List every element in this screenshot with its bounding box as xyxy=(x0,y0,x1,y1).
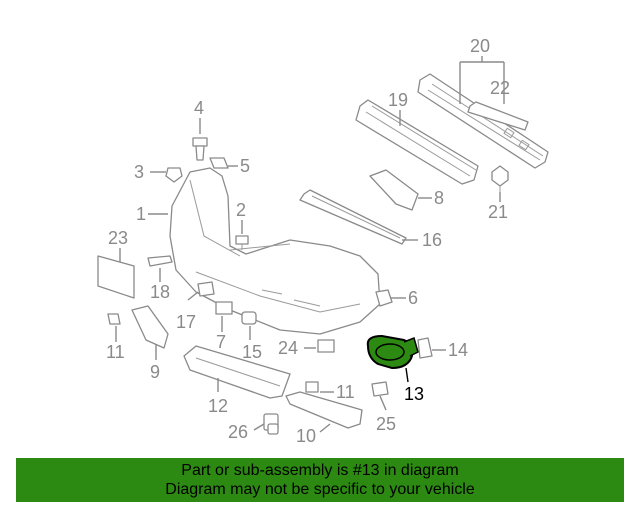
label-part-19: 19 xyxy=(388,90,408,110)
part-18-bracket xyxy=(147,255,173,267)
part-21-bolt xyxy=(491,165,509,192)
banner-line-1: Part or sub-assembly is #13 in diagram xyxy=(181,462,459,479)
label-part-6: 6 xyxy=(408,288,418,308)
banner-line-2: Diagram may not be specific to your vehi… xyxy=(165,481,475,498)
label-part-9: 9 xyxy=(150,362,160,382)
label-part-21: 21 xyxy=(488,202,508,222)
part-9-bracket xyxy=(131,305,169,349)
label-part-14: 14 xyxy=(448,340,468,360)
part-11-clip-upper xyxy=(107,313,121,325)
part-2-clip xyxy=(235,235,249,250)
label-part-11-upper: 11 xyxy=(106,342,125,362)
part-number-labels: 20 22 19 4 5 3 1 2 8 21 23 16 18 6 17 7 … xyxy=(106,36,510,446)
callout-lines xyxy=(115,56,505,433)
label-part-16: 16 xyxy=(422,230,442,250)
label-part-24: 24 xyxy=(278,338,298,358)
label-part-5: 5 xyxy=(240,156,250,176)
part-14-bracket xyxy=(417,337,433,359)
label-part-18: 18 xyxy=(150,282,170,302)
label-part-22: 22 xyxy=(490,78,510,98)
part-3-screw xyxy=(165,167,183,183)
part-12-undercover xyxy=(183,345,291,399)
part-25-bracket xyxy=(371,381,389,397)
label-part-17: 17 xyxy=(176,312,196,332)
label-part-15: 15 xyxy=(242,342,262,362)
part-22-plate xyxy=(467,101,529,131)
part-13-fog-lamp-cover xyxy=(366,334,419,370)
label-part-23: 23 xyxy=(108,228,128,248)
part-23-license-bracket xyxy=(97,255,135,299)
label-part-20: 20 xyxy=(470,36,490,56)
diagram-notice-banner: Part or sub-assembly is #13 in diagram D… xyxy=(16,458,624,502)
label-part-2: 2 xyxy=(236,200,246,220)
part-20-reinforcement xyxy=(417,73,549,169)
part-24-sensor xyxy=(317,339,335,353)
label-part-13: 13 xyxy=(404,384,424,404)
label-part-4: 4 xyxy=(194,98,204,118)
part-5-bracket xyxy=(209,157,229,169)
part-26-sensor xyxy=(263,413,279,435)
label-part-25: 25 xyxy=(376,414,396,434)
label-part-10: 10 xyxy=(296,426,316,446)
label-part-12: 12 xyxy=(208,396,228,416)
parts-diagram: 20 22 19 4 5 3 1 2 8 21 23 16 18 6 17 7 … xyxy=(97,36,549,446)
label-part-3: 3 xyxy=(134,162,144,182)
part-16-grille xyxy=(299,189,407,245)
label-part-11-lower: 11 xyxy=(336,382,355,402)
part-8-bracket xyxy=(369,169,419,211)
label-part-8: 8 xyxy=(434,188,444,208)
part-6-clip xyxy=(375,289,393,307)
part-1-bumper-cover xyxy=(169,167,381,335)
part-4-clip xyxy=(192,137,208,161)
part-7-cover xyxy=(215,301,233,315)
part-19-absorber xyxy=(355,99,479,185)
part-17-bracket xyxy=(197,281,215,297)
part-11-clip-lower xyxy=(305,381,319,393)
part-10-spoiler xyxy=(285,391,363,429)
label-part-26: 26 xyxy=(228,422,248,442)
label-part-1: 1 xyxy=(136,204,146,224)
part-15-cover xyxy=(241,311,257,325)
label-part-7: 7 xyxy=(216,332,226,352)
